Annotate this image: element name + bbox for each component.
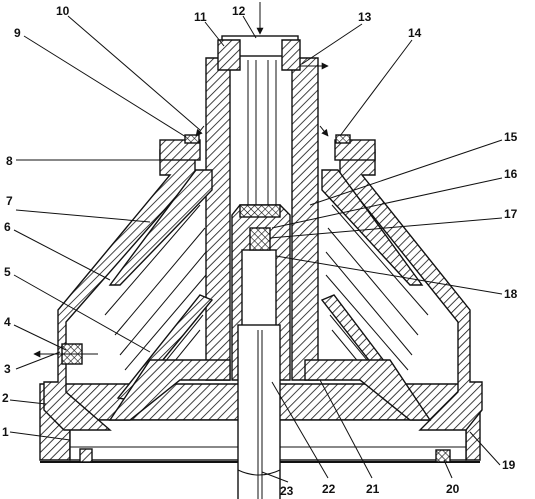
spindle (231, 204, 291, 499)
label-23: 23 (280, 484, 294, 498)
label-8: 8 (6, 154, 13, 168)
label-3: 3 (4, 362, 11, 376)
part-labels: 1 2 3 4 5 6 7 8 9 10 11 12 13 14 15 16 1… (2, 4, 518, 498)
label-6: 6 (4, 220, 11, 234)
label-9: 9 (14, 26, 21, 40)
bowl-cover (159, 134, 376, 161)
label-20: 20 (446, 482, 460, 496)
label-16: 16 (504, 167, 518, 181)
label-10: 10 (56, 4, 70, 18)
label-13: 13 (358, 10, 372, 24)
nut-17 (249, 227, 271, 251)
seal-ring-20 (435, 449, 451, 463)
label-4: 4 (4, 315, 11, 329)
seal-14 (335, 134, 351, 144)
label-2: 2 (2, 391, 9, 405)
label-19: 19 (502, 458, 516, 472)
leader-lines (9, 15, 503, 483)
label-7: 7 (6, 194, 13, 208)
label-21: 21 (366, 482, 380, 496)
label-12: 12 (232, 4, 246, 18)
label-14: 14 (408, 26, 422, 40)
label-11: 11 (194, 10, 207, 24)
label-5: 5 (4, 265, 11, 279)
label-1: 1 (2, 425, 9, 439)
label-17: 17 (504, 207, 518, 221)
label-18: 18 (504, 287, 518, 301)
nut-15 (239, 204, 281, 218)
label-22: 22 (322, 482, 336, 496)
seal-9 (184, 134, 200, 144)
label-15: 15 (504, 130, 518, 144)
flow-arrows (33, 2, 329, 358)
